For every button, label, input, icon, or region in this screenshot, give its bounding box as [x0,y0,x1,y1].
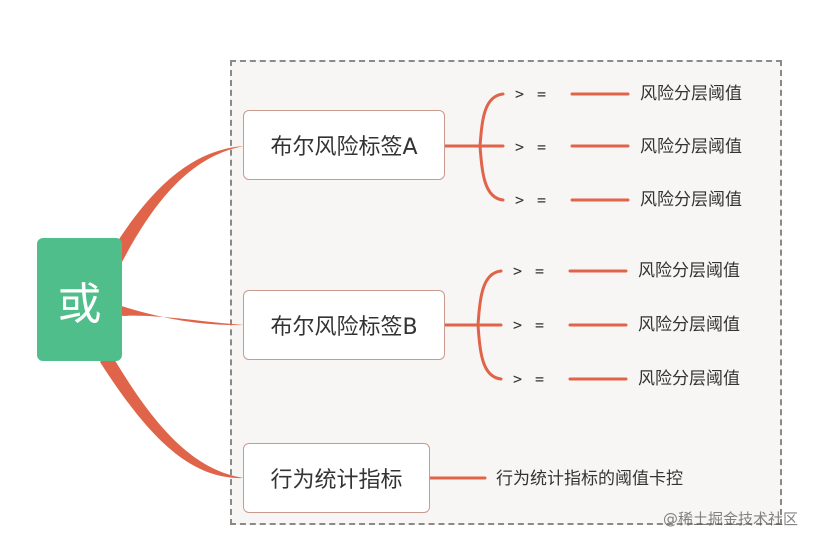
branch-node-label: 布尔风险标签A [270,135,418,160]
branch-node-behavior-metric[interactable]: 行为统计指标 [243,443,430,513]
behavior-threshold-leaf[interactable]: 行为统计指标的阈值卡控 [496,469,683,489]
operator-label: > = [513,316,547,334]
root-node-label: 或 [57,278,102,330]
threshold-leaf[interactable]: 风险分层阈值 [640,84,742,104]
threshold-leaf[interactable]: 风险分层阈值 [638,369,740,389]
operator-label: > = [515,138,549,156]
operator-label: > = [513,262,547,280]
operator-label: > = [515,191,549,209]
threshold-leaf[interactable]: 风险分层阈值 [640,190,742,210]
branch-node-tag-b[interactable]: 布尔风险标签B [243,290,445,360]
root-node-or[interactable]: 或 [37,238,122,361]
threshold-leaf[interactable]: 风险分层阈值 [638,315,740,335]
root-connector-c [100,352,244,479]
branch-node-label: 布尔风险标签B [270,315,418,340]
branch-b-brace [443,269,628,381]
root-connector-b [118,305,244,326]
threshold-leaf[interactable]: 风险分层阈值 [638,261,740,281]
operator-label: > = [513,370,547,388]
branch-a-brace [443,92,630,202]
branch-node-label: 行为统计指标 [270,468,403,493]
operator-label: > = [515,85,549,103]
root-connector-a [112,146,244,262]
watermark-text: @稀土掘金技术社区 [663,510,799,528]
threshold-leaf[interactable]: 风险分层阈值 [640,137,742,157]
branch-node-tag-a[interactable]: 布尔风险标签A [243,110,445,180]
